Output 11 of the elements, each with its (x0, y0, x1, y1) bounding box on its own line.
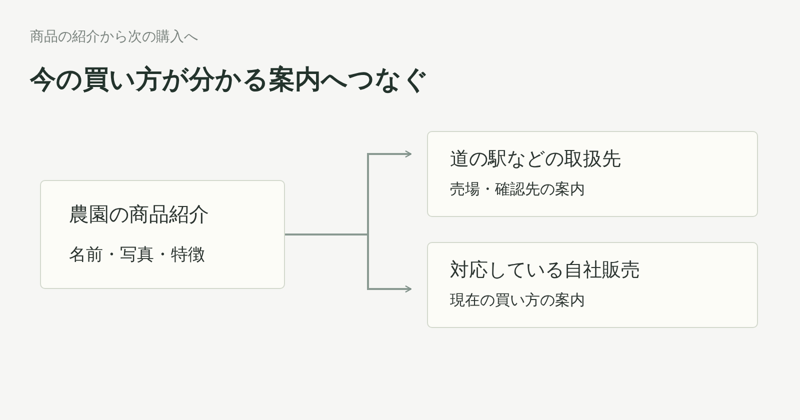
card-subtext: 現在の買い方の案内 (450, 291, 585, 310)
card-heading: 道の駅などの取扱先 (450, 147, 621, 172)
info-card (40, 180, 285, 289)
info-card (427, 242, 758, 328)
card-heading: 農園の商品紹介 (69, 201, 209, 228)
card-subtext: 売場・確認先の案内 (450, 180, 585, 199)
kicker-text: 商品の紹介から次の購入へ (30, 28, 198, 46)
title: 今の買い方が分かる案内へつなぐ (30, 64, 429, 97)
card-heading: 対応している自社販売 (450, 258, 640, 283)
card-subtext: 名前・写真・特徴 (69, 244, 205, 266)
info-card (427, 131, 758, 217)
